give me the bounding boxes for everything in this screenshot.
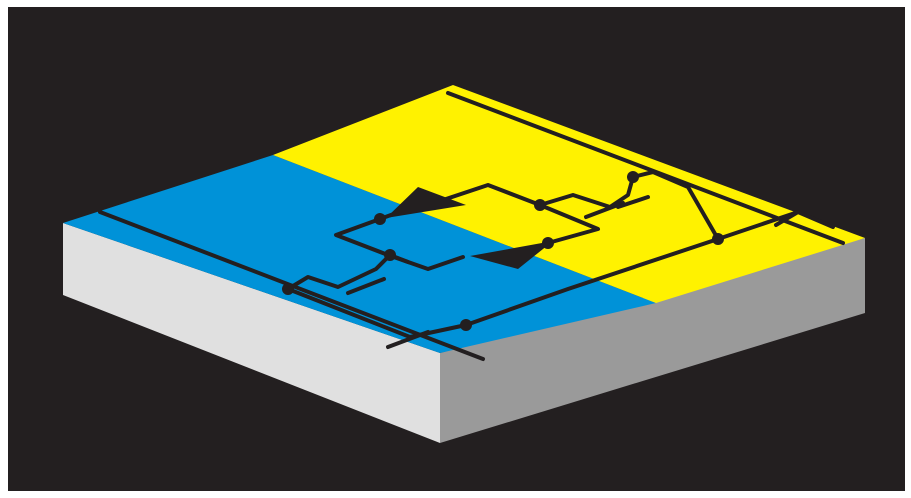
junction-dot (627, 171, 639, 183)
junction-dots (282, 171, 724, 331)
junction-dot (374, 213, 386, 225)
arrow-right-icon (470, 241, 553, 269)
region-blue (63, 155, 656, 353)
diagram-frame (8, 7, 905, 491)
junction-dot (282, 283, 294, 295)
slab-left-side (63, 223, 440, 443)
junction-dot (712, 233, 724, 245)
arrow-left-icon (386, 187, 466, 218)
slab-right-side (440, 238, 865, 443)
region-yellow (273, 85, 865, 303)
junction-dot (460, 319, 472, 331)
junction-dot (384, 249, 396, 261)
junction-dot (534, 199, 546, 211)
